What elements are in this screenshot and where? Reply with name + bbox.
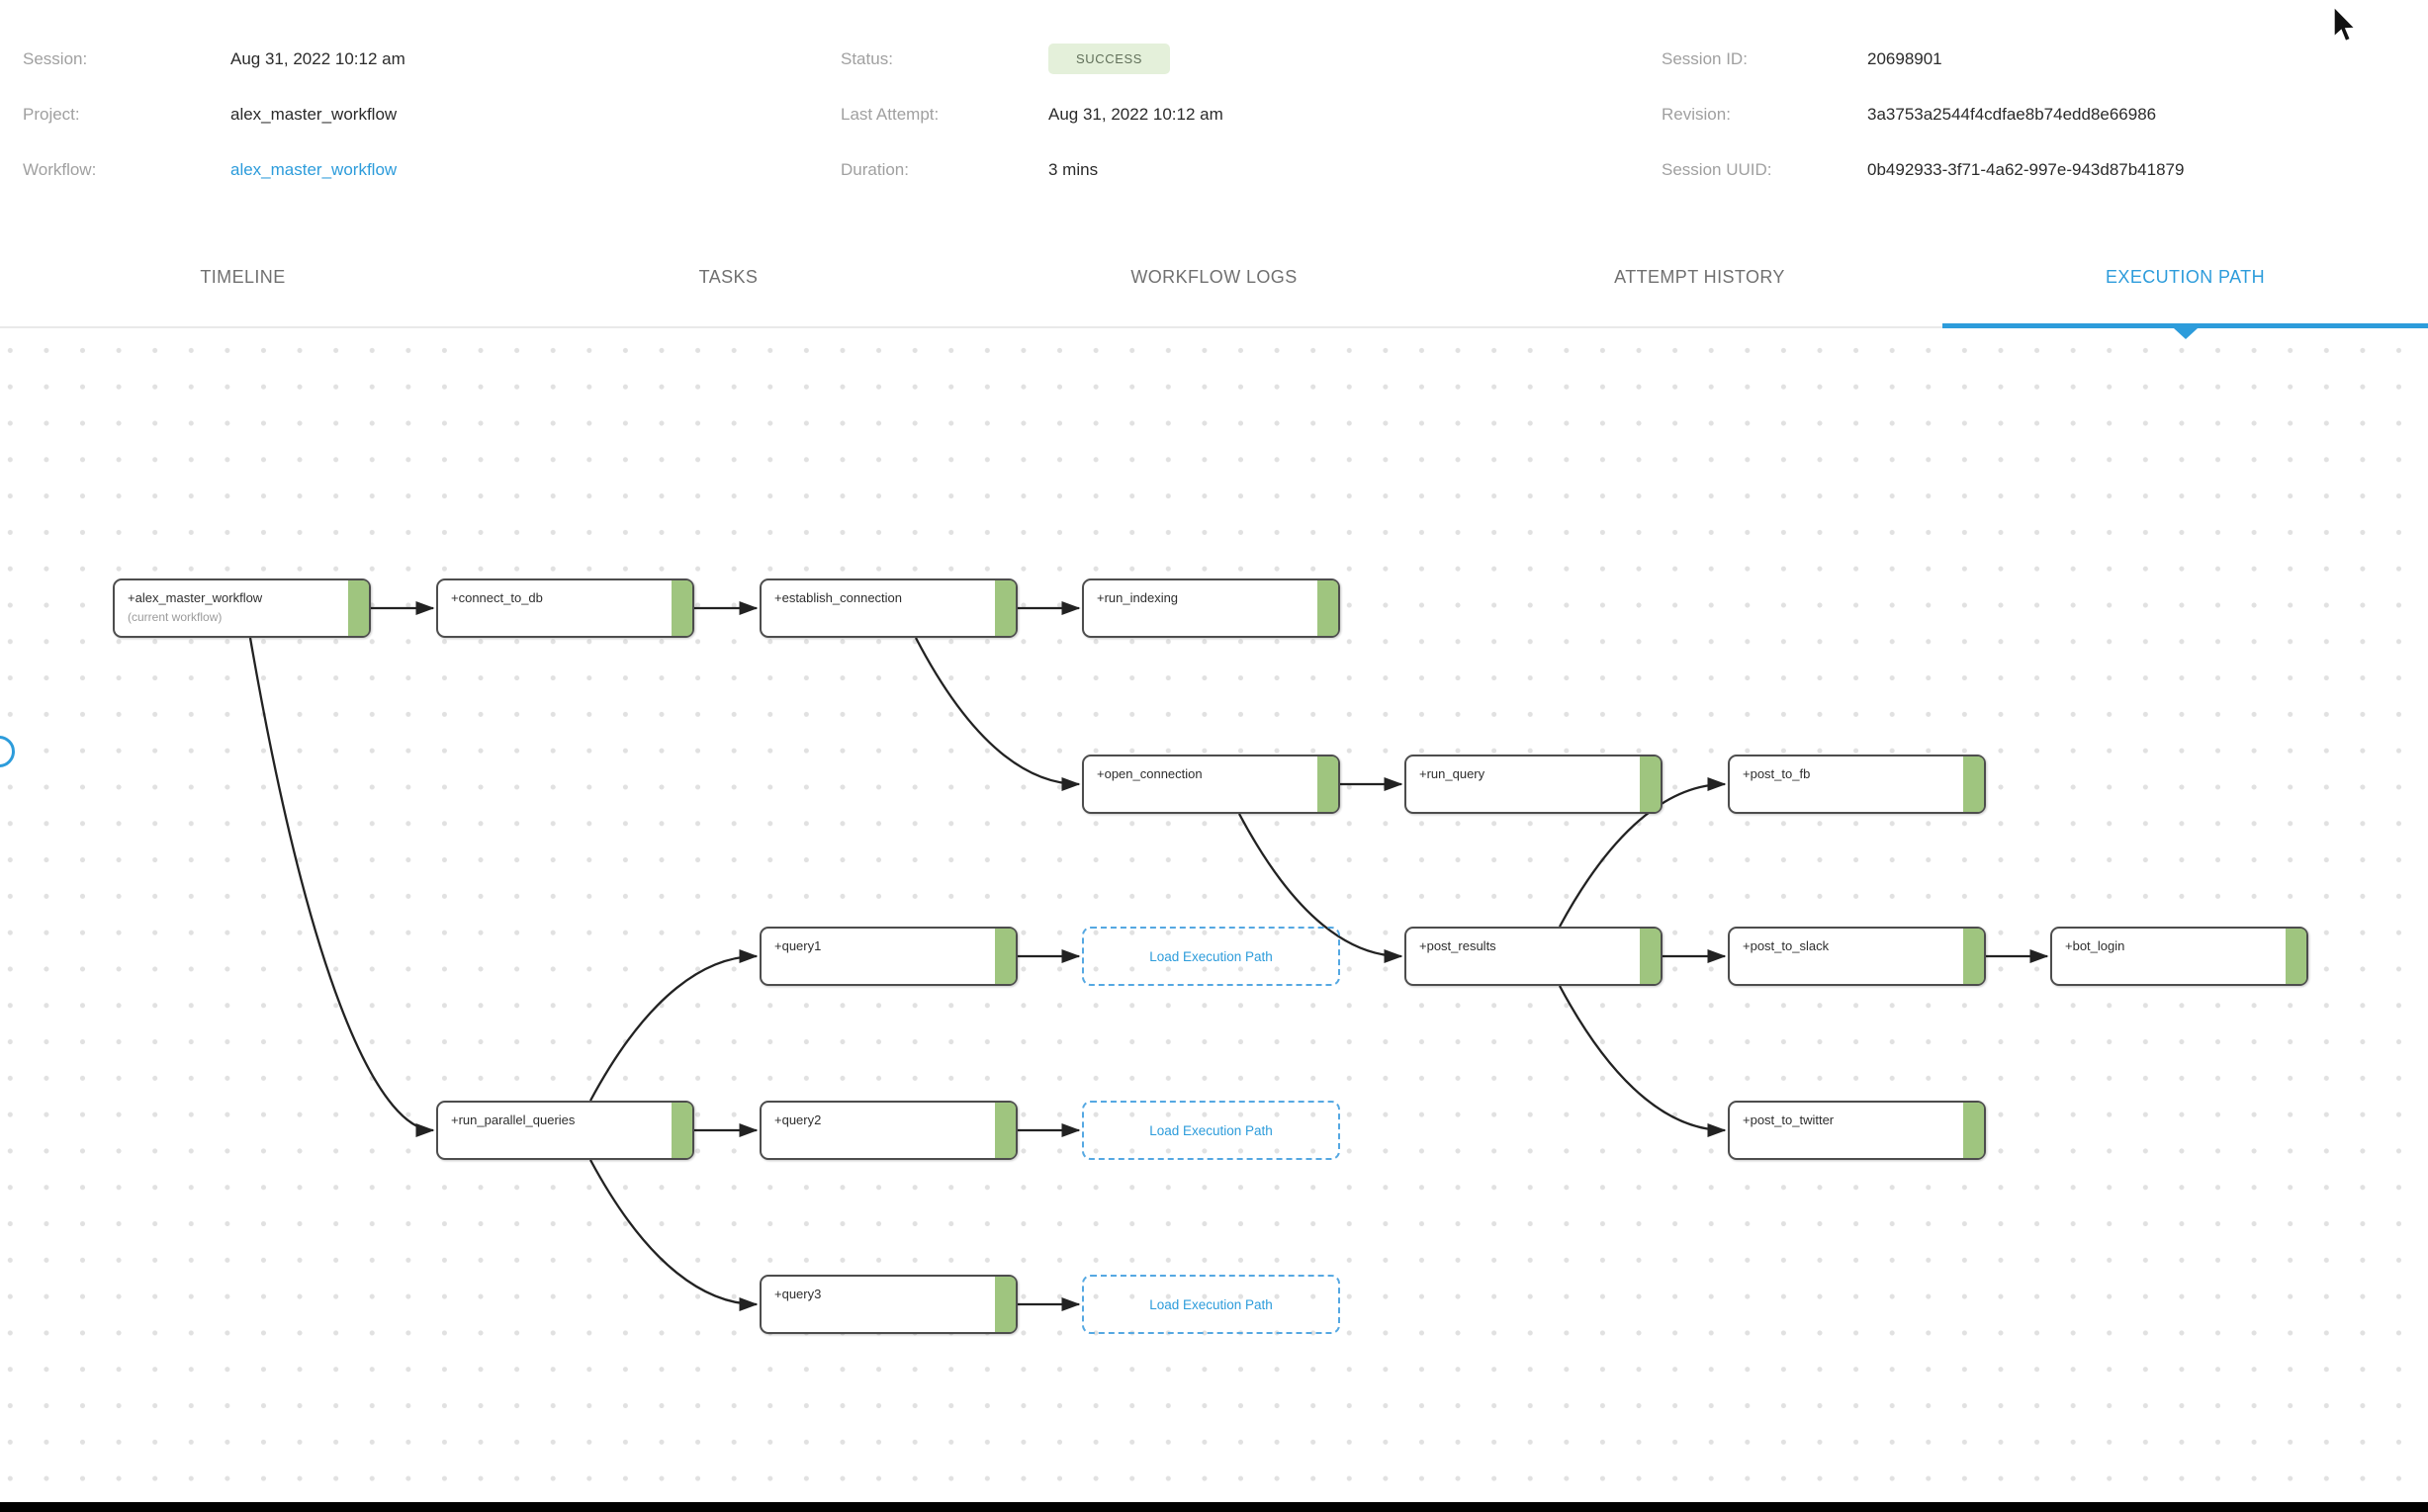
workflow-link[interactable]: alex_master_workflow	[230, 160, 398, 179]
project-label: Project:	[23, 105, 80, 124]
task-node-label: +establish_connection	[774, 590, 903, 605]
task-node-label: +query2	[774, 1112, 822, 1127]
session-uuid-label: Session UUID:	[1662, 160, 1772, 179]
task-node-label: +open_connection	[1097, 766, 1203, 781]
task-node-bot_login[interactable]: +bot_login	[2050, 927, 2308, 986]
task-node-label: +post_to_twitter	[1743, 1112, 1835, 1127]
project-value: alex_master_workflow	[230, 105, 398, 124]
task-status-bar	[1963, 1103, 1984, 1158]
task-status-bar	[1640, 929, 1661, 984]
task-node-post_results[interactable]: +post_results	[1404, 927, 1663, 986]
task-node-establish_connection[interactable]: +establish_connection	[760, 578, 1018, 638]
task-node-sublabel: (current workflow)	[128, 610, 223, 624]
task-node-post_to_twitter[interactable]: +post_to_twitter	[1728, 1101, 1986, 1160]
tab-bar: TIMELINE TASKS WORKFLOW LOGS ATTEMPT HIS…	[0, 237, 2428, 339]
task-node-label: +bot_login	[2065, 938, 2125, 953]
task-node-query3[interactable]: +query3	[760, 1275, 1018, 1334]
task-node-label: +alex_master_workflow	[128, 590, 263, 605]
session-value: Aug 31, 2022 10:12 am	[230, 49, 405, 68]
load-execution-path-label: Load Execution Path	[1149, 948, 1273, 964]
task-node-label: +post_to_fb	[1743, 766, 1811, 781]
last-attempt-value: Aug 31, 2022 10:12 am	[1048, 105, 1223, 124]
session-label: Session:	[23, 49, 88, 68]
task-node-post_to_fb[interactable]: +post_to_fb	[1728, 755, 1986, 814]
load-execution-path-button[interactable]: Load Execution Path	[1082, 927, 1340, 986]
task-node-label: +connect_to_db	[451, 590, 543, 605]
tab-execution-path[interactable]: EXECUTION PATH	[1942, 237, 2428, 339]
task-node-query1[interactable]: +query1	[760, 927, 1018, 986]
load-execution-path-label: Load Execution Path	[1149, 1296, 1273, 1312]
revision-value: 3a3753a2544f4cdfae8b74edd8e66986	[1867, 105, 2157, 124]
load-execution-path-button[interactable]: Load Execution Path	[1082, 1275, 1340, 1334]
status-badge-wrap: SUCCESS	[1048, 44, 1171, 80]
task-status-bar	[2286, 929, 2306, 984]
task-node-label: +query3	[774, 1287, 822, 1301]
task-status-bar	[1317, 756, 1338, 812]
tab-tasks[interactable]: TASKS	[698, 266, 759, 287]
task-node-post_to_slack[interactable]: +post_to_slack	[1728, 927, 1986, 986]
mouse-cursor-icon	[2333, 6, 2357, 43]
session-id-value: 20698901	[1867, 49, 1942, 68]
task-node-label: +run_parallel_queries	[451, 1112, 576, 1127]
task-node-label: +run_indexing	[1097, 590, 1179, 605]
task-node-label: +run_query	[1419, 766, 1485, 781]
task-status-bar	[995, 929, 1016, 984]
load-execution-path-button[interactable]: Load Execution Path	[1082, 1101, 1340, 1160]
task-node-connect_to_db[interactable]: +connect_to_db	[436, 578, 694, 638]
tab-workflow-logs[interactable]: WORKFLOW LOGS	[1130, 266, 1298, 287]
task-status-bar	[1963, 756, 1984, 812]
task-status-bar	[1963, 929, 1984, 984]
duration-label: Duration:	[841, 160, 909, 179]
status-badge: SUCCESS	[1048, 44, 1171, 74]
status-label: Status:	[841, 49, 893, 68]
task-node-query2[interactable]: +query2	[760, 1101, 1018, 1160]
task-node-alex_master_workflow[interactable]: +alex_master_workflow (current workflow)	[113, 578, 371, 638]
task-node-label: +post_results	[1419, 938, 1496, 953]
task-node-open_connection[interactable]: +open_connection	[1082, 755, 1340, 814]
task-node-run_indexing[interactable]: +run_indexing	[1082, 578, 1340, 638]
task-status-bar	[995, 580, 1016, 636]
task-status-bar	[1640, 756, 1661, 812]
workflow-label: Workflow:	[23, 160, 97, 179]
tab-attempt-history[interactable]: ATTEMPT HISTORY	[1614, 266, 1785, 287]
session-uuid-value: 0b492933-3f71-4a62-997e-943d87b41879	[1867, 160, 2185, 179]
tab-timeline[interactable]: TIMELINE	[200, 266, 286, 287]
task-status-bar	[672, 580, 692, 636]
load-execution-path-label: Load Execution Path	[1149, 1122, 1273, 1138]
task-status-bar	[995, 1277, 1016, 1332]
task-node-run_query[interactable]: +run_query	[1404, 755, 1663, 814]
task-node-label: +query1	[774, 938, 822, 953]
task-node-label: +post_to_slack	[1743, 938, 1830, 953]
task-status-bar	[348, 580, 369, 636]
session-id-label: Session ID:	[1662, 49, 1748, 68]
duration-value: 3 mins	[1048, 160, 1099, 179]
task-node-run_parallel_queries[interactable]: +run_parallel_queries	[436, 1101, 694, 1160]
task-status-bar	[672, 1103, 692, 1158]
last-attempt-label: Last Attempt:	[841, 105, 940, 124]
task-status-bar	[995, 1103, 1016, 1158]
revision-label: Revision:	[1662, 105, 1731, 124]
task-status-bar	[1317, 580, 1338, 636]
screen-bottom-strip	[0, 1502, 2428, 1512]
